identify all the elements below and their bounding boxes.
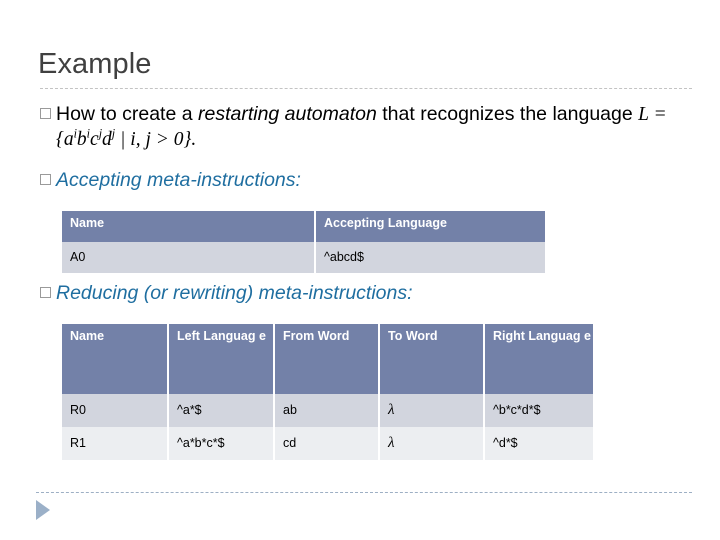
formula-L: L [638,104,649,125]
bullet-how-emphasis: restarting automaton [197,103,377,125]
column-header-name: Name [62,211,316,242]
table-header-row: Name Accepting Language [62,211,545,242]
bullet-square-icon [40,287,51,298]
page-title: Example [38,48,152,80]
formula-a-exponent: i [73,126,77,141]
cell-from-word: cd [274,427,380,460]
table-row: R1 ^a*b*c*$ cd λ ^d*$ [62,427,593,460]
formula-open-brace: { [56,129,64,150]
formula-eq: = [648,104,667,125]
column-header-to-word: To Word [379,324,485,394]
column-header-from-word: From Word [274,324,380,394]
bullet-how-lead: How to create a [56,103,198,125]
formula-bar: | [115,129,131,150]
formula-period: . [191,129,197,150]
cell-left-language: ^a*$ [168,394,275,427]
cell-to-word: λ [379,427,485,460]
formula-condition: i, j > 0 [130,129,184,150]
column-header-accepting-language: Accepting Language [315,211,545,242]
cell-name: R0 [62,394,169,427]
cell-accepting-language: ^abcd$ [315,242,545,273]
column-header-right-language: Right Languag e [484,324,593,394]
title-divider [40,88,692,89]
column-header-left-language: Left Languag e [168,324,275,394]
table-row: R0 ^a*$ ab λ ^b*c*d*$ [62,394,593,427]
cell-name: A0 [62,242,316,273]
bullet-how-mid: that recognizes the language [376,103,639,125]
formula-c: c [90,129,99,150]
play-triangle-icon [36,500,50,520]
language-formula: L = {aibicjdj | i, j > 0}. [56,104,667,150]
table-row: A0 ^abcd$ [62,242,545,273]
cell-left-language: ^a*b*c*$ [168,427,275,460]
cell-right-language: ^d*$ [484,427,593,460]
accepting-meta-instructions-table: Name Accepting Language A0 ^abcd$ [62,211,545,273]
footer-divider [36,492,692,493]
formula-close-brace: } [183,129,192,150]
formula-a: a [63,129,74,150]
bullet-accepting-meta-instructions: Accepting meta-instructions: [40,168,540,193]
formula-d-exponent: j [111,126,116,141]
formula-d: d [102,129,112,150]
bullet-how-text: How to create a restarting automaton tha… [56,102,700,152]
formula-c-exponent: j [98,126,103,141]
formula-b: b [76,129,87,150]
reducing-meta-instructions-table: Name Left Languag e From Word To Word Ri… [62,324,593,460]
cell-from-word: ab [274,394,380,427]
bullet-reducing-meta-instructions: Reducing (or rewriting) meta-instruction… [40,281,580,306]
bullet-accepting-text: Accepting meta-instructions: [56,169,301,191]
cell-to-word: λ [379,394,485,427]
bullet-square-icon [40,108,51,119]
table-header-row: Name Left Languag e From Word To Word Ri… [62,324,593,394]
cell-name: R1 [62,427,169,460]
bullet-reducing-text: Reducing (or rewriting) meta-instruction… [56,282,413,304]
formula-b-exponent: i [86,126,91,141]
bullet-square-icon [40,174,51,185]
bullet-how-to-create: How to create a restarting automaton tha… [40,102,700,152]
column-header-name: Name [62,324,169,394]
cell-right-language: ^b*c*d*$ [484,394,593,427]
